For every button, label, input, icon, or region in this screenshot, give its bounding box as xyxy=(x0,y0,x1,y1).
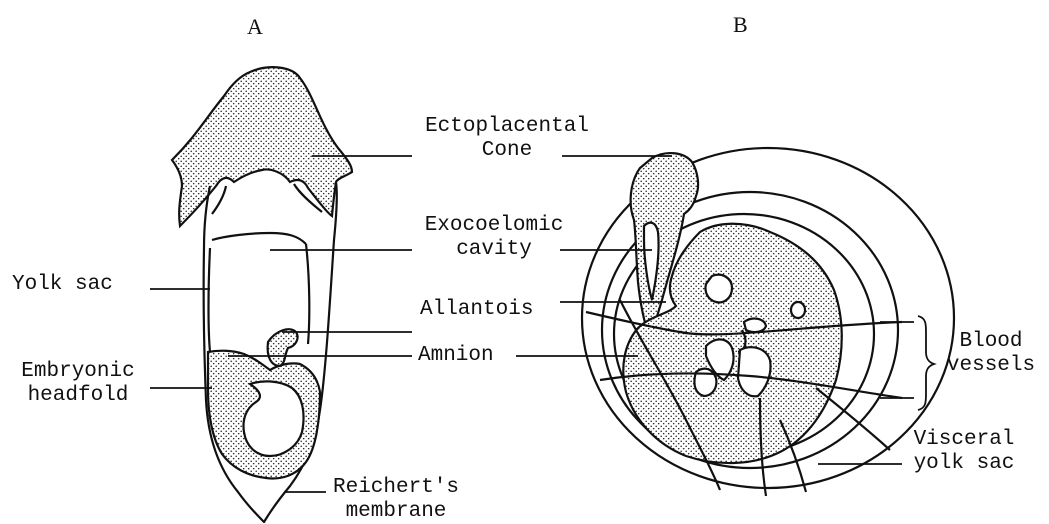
label-headfold-line2: headfold xyxy=(8,384,148,408)
label-allantois: Allantois xyxy=(420,298,533,322)
label-embryonic-headfold: Embryonic headfold xyxy=(8,360,148,408)
ectoplacental-cone-a xyxy=(172,67,352,226)
label-ectoplacental-line1: Ectoplacental xyxy=(412,115,602,139)
label-reicherts-membrane: Reichert's membrane xyxy=(326,476,466,524)
label-visceral-line1: Visceral xyxy=(900,428,1028,452)
label-reichert-line1: Reichert's xyxy=(326,476,466,500)
label-yolk-sac: Yolk sac xyxy=(12,273,113,297)
label-exocoelomic-cavity: Exocoelomic cavity xyxy=(412,214,576,262)
label-exocoelomic-line2: cavity xyxy=(412,238,576,262)
label-ectoplacental-cone: Ectoplacental Cone xyxy=(412,115,602,163)
label-headfold-line1: Embryonic xyxy=(8,360,148,384)
panel-label-b: B xyxy=(733,12,748,38)
exocoelomic-cavity xyxy=(212,233,306,244)
label-ectoplacental-line2: Cone xyxy=(412,139,602,163)
label-exocoelomic-line1: Exocoelomic xyxy=(412,214,576,238)
label-blood-line2: vessels xyxy=(936,354,1046,378)
label-visceral-yolk-sac: Visceral yolk sac xyxy=(900,428,1028,476)
label-reichert-line2: membrane xyxy=(326,500,466,524)
panel-a-embryo xyxy=(172,67,352,522)
panel-label-a: A xyxy=(247,14,263,40)
allantois-bud-a xyxy=(268,329,298,366)
label-blood-vessels: Blood vessels xyxy=(936,330,1046,378)
label-visceral-line2: yolk sac xyxy=(900,452,1028,476)
label-blood-line1: Blood xyxy=(936,330,1046,354)
label-amnion: Amnion xyxy=(418,344,494,368)
blood-vessels-bracket xyxy=(918,316,934,410)
